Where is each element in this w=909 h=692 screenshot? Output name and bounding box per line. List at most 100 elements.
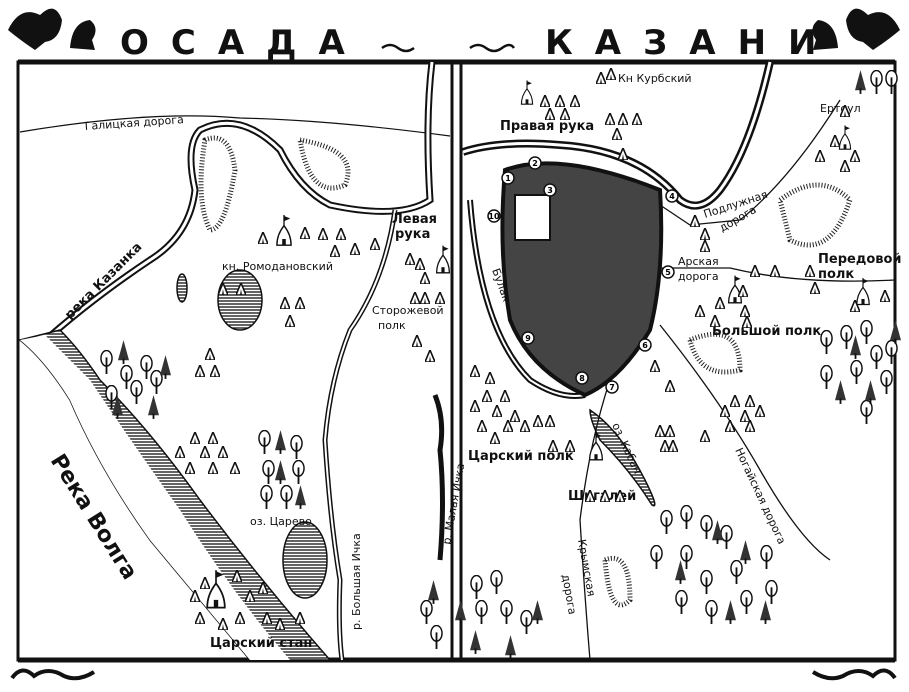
fir-tree-icon [850, 335, 861, 359]
lake-tsarevo [282, 521, 328, 599]
svg-text:8: 8 [579, 374, 585, 383]
tent-icon [690, 215, 700, 227]
tree-icon [870, 345, 883, 369]
tent-icon [350, 243, 360, 255]
tent-icon [520, 420, 530, 432]
tent-icon [470, 400, 480, 412]
tent-icon [548, 440, 558, 452]
tent-icon [596, 72, 606, 84]
svg-text:6: 6 [642, 341, 648, 350]
tent-icon [490, 432, 500, 444]
tent-icon [650, 360, 660, 372]
tent-icon [300, 227, 310, 239]
tent-icon [477, 420, 487, 432]
tree-icon [260, 485, 273, 509]
label-left-hand: Левая [392, 212, 437, 227]
tent-icon [258, 232, 268, 244]
title-word-siege: ОСАДА [120, 23, 367, 63]
label-guard-regiment-2: полк [378, 319, 406, 332]
bottom-ornament-right [811, 668, 897, 681]
tent-icon [742, 316, 752, 328]
lake-kaban [589, 408, 656, 507]
label-kazanka-river: река Казанка [62, 240, 145, 323]
tent-icon [420, 292, 430, 304]
label-ertoul: Ертоул [820, 102, 861, 115]
tree-icon [262, 460, 275, 484]
tree-icon [520, 610, 533, 634]
label-arskaya-road: Арская [678, 255, 719, 268]
tent-icon [805, 265, 815, 277]
fir-tree-icon [855, 70, 866, 94]
tree-icon [760, 545, 773, 569]
tent-icon [545, 415, 555, 427]
tree-icon [130, 380, 143, 404]
galitskaya-road-line [19, 115, 451, 137]
tree-icon [705, 600, 718, 624]
tent-icon [295, 297, 305, 309]
tent-icon [318, 228, 328, 240]
label-lake-tsarevo: оз. Царево [250, 515, 312, 528]
left-panel: Галицкая дорога река Казанка кн. Ромодан… [18, 61, 451, 661]
fortress-marker-1: 1 [501, 171, 515, 185]
tree-icon [700, 570, 713, 594]
tent-icon [485, 372, 495, 384]
tent-icon [470, 365, 480, 377]
tent-icon [560, 108, 570, 120]
label-forward-regiment: Передовой [818, 252, 902, 267]
nogai-road-line [659, 324, 831, 561]
tent-icon [738, 285, 748, 297]
tent-icon [632, 113, 642, 125]
tent-icon [410, 292, 420, 304]
tent-icon [435, 292, 445, 304]
svg-text:7: 7 [609, 383, 615, 392]
title-ornament-left [8, 8, 96, 51]
tent-icon [840, 160, 850, 172]
svg-text:10: 10 [488, 212, 500, 221]
tent-icon [605, 113, 615, 125]
label-kurbsky: Кн Курбский [618, 72, 692, 85]
tree-icon [880, 370, 893, 394]
tent-icon [755, 405, 765, 417]
fir-tree-icon [428, 580, 439, 604]
tree-icon [660, 510, 673, 534]
tent-icon [545, 108, 555, 120]
fir-tree-icon [835, 380, 846, 404]
crimean-road-line [579, 379, 611, 661]
fortress-marker-9: 9 [521, 331, 535, 345]
title-word-kazan: КАЗАНИ [545, 23, 838, 63]
fortress-marker-4: 4 [665, 189, 679, 203]
fir-tree-icon [148, 395, 159, 419]
tent-icon [665, 425, 675, 437]
tent-icon [405, 253, 415, 265]
tree-icon [500, 600, 513, 624]
tent-icon [230, 462, 240, 474]
label-galitskaya-road: Галицкая дорога [84, 113, 184, 133]
tent-icon [482, 390, 492, 402]
tent-icon [295, 612, 305, 624]
tree-icon [720, 525, 733, 549]
tree-icon [840, 325, 853, 349]
svg-text:4: 4 [669, 192, 675, 201]
label-nogai-road: Ногайская дорога [732, 446, 788, 546]
tent-icon [740, 305, 750, 317]
svg-text:2: 2 [532, 159, 538, 168]
tree-icon [280, 485, 293, 509]
tent-icon [606, 68, 616, 80]
tent-icon [770, 265, 780, 277]
tree-icon [860, 320, 873, 344]
tent-icon [195, 365, 205, 377]
tree-icon [765, 580, 778, 604]
tent-icon [510, 410, 520, 422]
tent-icon [612, 128, 622, 140]
tree-icon [475, 600, 488, 624]
tent-icon [720, 405, 730, 417]
tent-icon [810, 282, 820, 294]
tent-icon [210, 365, 220, 377]
title-flourish [381, 43, 516, 53]
label-guard-regiment: Сторожевой [372, 304, 444, 317]
tent-icon [533, 415, 543, 427]
camp-banner-icon [520, 80, 534, 105]
fortress-marker-6: 6 [638, 338, 652, 352]
tree-icon [820, 330, 833, 354]
